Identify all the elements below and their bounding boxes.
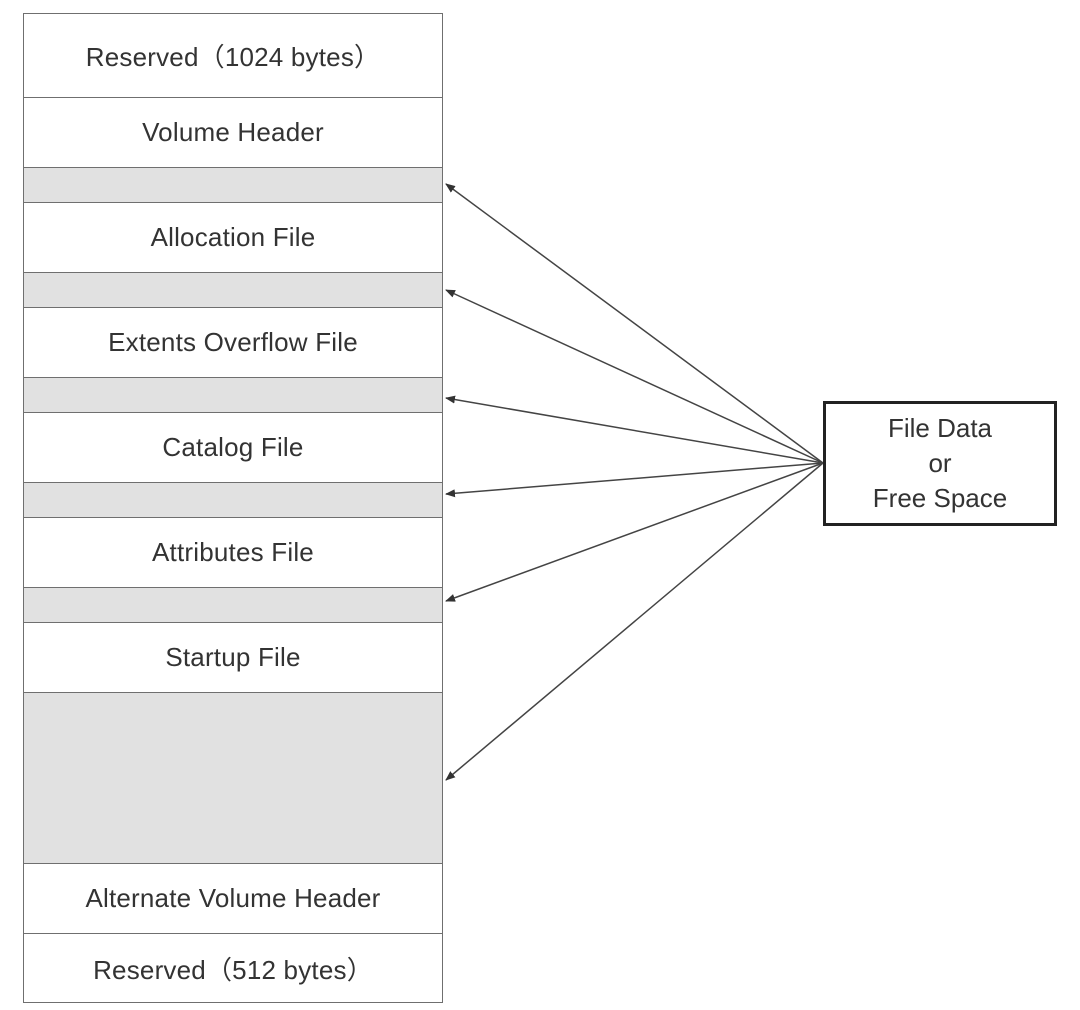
- catalog-file-label: Catalog File: [162, 432, 304, 462]
- free-space-gap-1: [24, 168, 442, 203]
- volume-header-label: Volume Header: [142, 117, 324, 147]
- reserved-top-block: Reserved（1024 bytes）: [24, 14, 442, 98]
- free-space-gap-5: [24, 588, 442, 623]
- extents-overflow-file-block: Extents Overflow File: [24, 308, 442, 378]
- reserved-bottom-block: Reserved（512 bytes）: [24, 934, 442, 1002]
- free-space-gap-2: [24, 273, 442, 308]
- reserved-top-label: Reserved（1024 bytes）: [85, 42, 381, 72]
- startup-file-block: Startup File: [24, 623, 442, 693]
- attributes-file-block: Attributes File: [24, 518, 442, 588]
- arrow-to-gap-3: [445, 395, 824, 464]
- arrow-to-gap-2: [445, 289, 824, 464]
- arrow-to-gap-5: [445, 462, 824, 602]
- free-space-large: [24, 693, 442, 864]
- volume-header-block: Volume Header: [24, 98, 442, 168]
- free-space-gap-4: [24, 483, 442, 518]
- file-data-line-3: Free Space: [872, 483, 1008, 513]
- file-data-box: File Data or Free Space: [823, 401, 1057, 526]
- file-data-line-2: or: [928, 448, 952, 478]
- allocation-file-label: Allocation File: [150, 222, 316, 252]
- alternate-volume-header-label: Alternate Volume Header: [85, 883, 381, 913]
- hfs-volume-layout: Reserved（1024 bytes） Volume Header Alloc…: [23, 13, 443, 1003]
- arrow-to-gap-4: [445, 462, 824, 498]
- alternate-volume-header-block: Alternate Volume Header: [24, 864, 442, 934]
- attributes-file-label: Attributes File: [152, 537, 314, 567]
- allocation-file-block: Allocation File: [24, 203, 442, 273]
- startup-file-label: Startup File: [165, 642, 301, 672]
- extents-overflow-file-label: Extents Overflow File: [108, 327, 358, 357]
- reserved-bottom-label: Reserved（512 bytes）: [93, 954, 373, 985]
- arrow-to-free-space: [445, 462, 824, 781]
- catalog-file-block: Catalog File: [24, 413, 442, 483]
- file-data-line-1: File Data: [887, 413, 993, 443]
- free-space-gap-3: [24, 378, 442, 413]
- arrow-to-gap-1: [445, 183, 824, 464]
